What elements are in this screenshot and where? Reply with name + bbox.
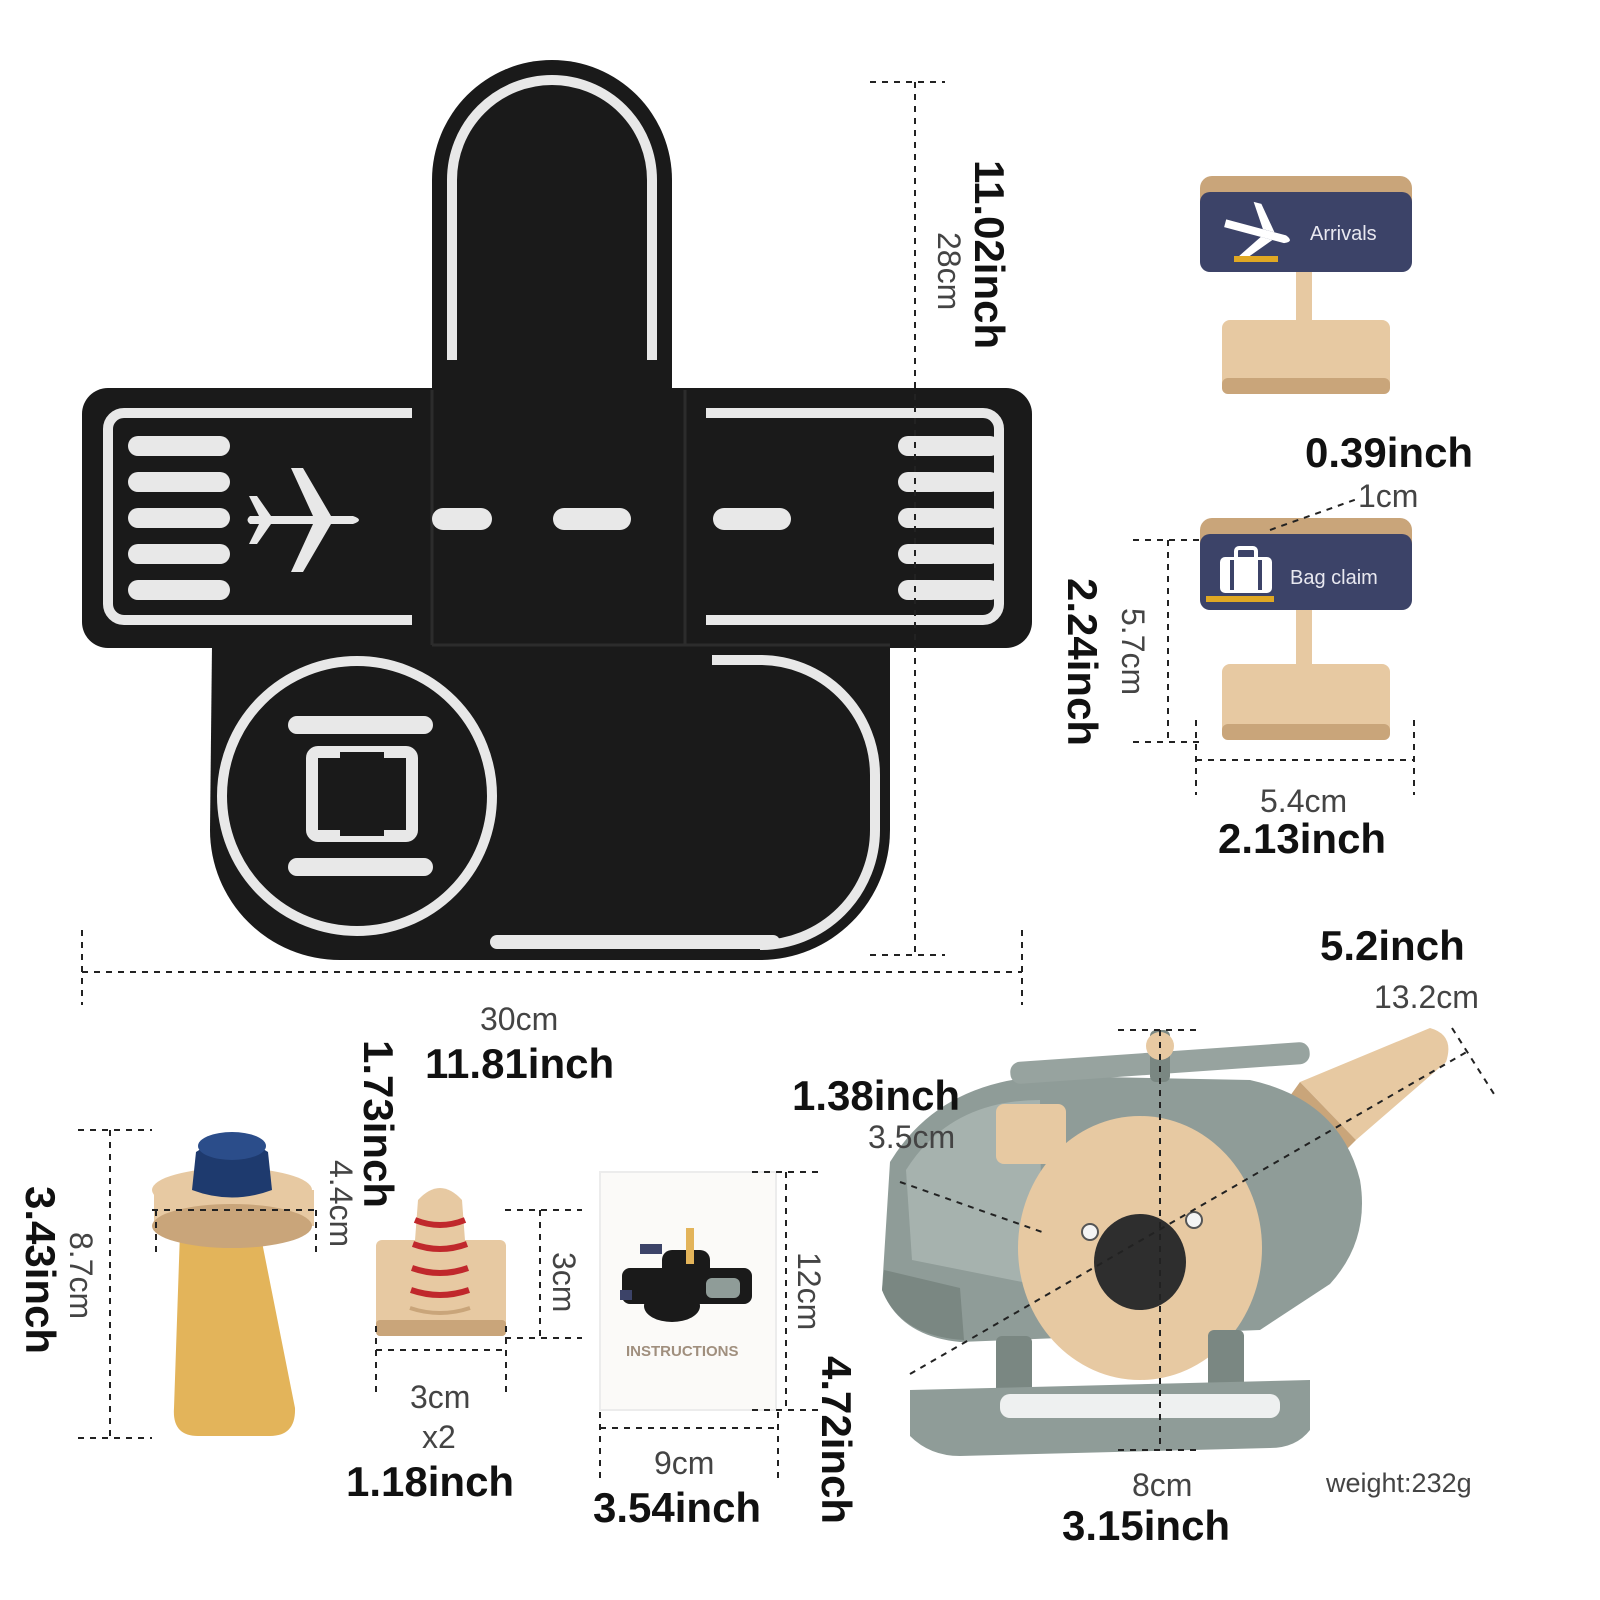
sign-thickness-dimension: 0.39inch 1cm xyxy=(1269,429,1473,531)
helicopter-top-dimension: 1.38inch 3.5cm xyxy=(792,1072,1043,1233)
instructions-title: INSTRUCTIONS xyxy=(626,1343,739,1360)
instructions-width-dimension: 9cm 3.54inch xyxy=(593,1412,779,1531)
tower-height-inch: 3.43inch xyxy=(17,1186,64,1354)
instructions-height-inch: 4.72inch xyxy=(813,1356,860,1524)
cone-width-cm: 3cm xyxy=(410,1379,470,1415)
runway-width-inch: 11.81inch xyxy=(425,1040,614,1087)
cone-height-dimension: 3cm xyxy=(505,1209,582,1339)
helicopter-length-dimension: 5.2inch 13.2cm xyxy=(909,922,1495,1375)
sign-width-dimension: 5.4cm 2.13inch xyxy=(1195,720,1415,862)
sign-height-inch: 2.24inch xyxy=(1059,578,1106,746)
sign-height-dimension: 5.7cm 2.24inch xyxy=(1059,539,1200,746)
control-tower xyxy=(152,1132,314,1436)
instructions-height-cm: 12cm xyxy=(791,1252,827,1330)
cone-count: x2 xyxy=(422,1419,456,1455)
arrivals-sign: Arrivals xyxy=(1200,176,1412,394)
runway-height-inch: 11.02inch xyxy=(966,160,1013,349)
plane-landing-icon xyxy=(1224,201,1290,259)
cone-marker xyxy=(376,1188,506,1336)
sign-height-cm: 5.7cm xyxy=(1115,608,1151,695)
arrivals-label: Arrivals xyxy=(1310,223,1377,245)
instructions-width-cm: 9cm xyxy=(654,1445,714,1481)
instructions-card: INSTRUCTIONS xyxy=(599,1171,777,1411)
tower-top-dimension: 4.4cm 1.73inch xyxy=(152,1040,402,1258)
helicopter-width-inch: 3.15inch xyxy=(1062,1502,1230,1549)
tower-height-cm: 8.7cm xyxy=(63,1232,99,1319)
helicopter-length-inch: 5.2inch xyxy=(1320,922,1465,969)
sign-thickness-cm: 1cm xyxy=(1358,478,1418,514)
helicopter-width-dimension: 8cm 3.15inch weight:232g xyxy=(1062,1029,1472,1549)
bag-claim-label: Bag claim xyxy=(1290,567,1378,589)
runway-board xyxy=(82,60,1032,960)
helipad-h-mark xyxy=(306,746,418,842)
runway-height-cm: 28cm xyxy=(931,232,967,310)
helicopter-top-cm: 3.5cm xyxy=(868,1119,955,1155)
tower-height-dimension: 8.7cm 3.43inch xyxy=(17,1129,152,1439)
sign-width-inch: 2.13inch xyxy=(1218,815,1386,862)
sign-width-cm: 5.4cm xyxy=(1260,783,1347,819)
instructions-thumbnail xyxy=(620,1228,752,1322)
instructions-width-inch: 3.54inch xyxy=(593,1484,761,1531)
helicopter-length-cm: 13.2cm xyxy=(1374,979,1479,1015)
right-threshold-bars xyxy=(898,436,1000,600)
runway-width-dimension: 30cm 11.81inch xyxy=(81,930,1023,1087)
luggage-icon xyxy=(1220,546,1272,593)
left-threshold-bars xyxy=(128,436,230,600)
airplane-icon xyxy=(247,468,359,572)
toy-helicopter xyxy=(882,1028,1449,1456)
instructions-height-dimension: 12cm 4.72inch xyxy=(752,1171,860,1524)
helicopter-width-cm: 8cm xyxy=(1132,1467,1192,1503)
cone-width-inch: 1.18inch xyxy=(346,1458,514,1505)
runway-height-dimension: 11.02inch 28cm xyxy=(870,81,1013,956)
cone-height-cm: 3cm xyxy=(546,1252,582,1312)
helicopter-weight: weight:232g xyxy=(1325,1468,1472,1498)
helicopter-top-inch: 1.38inch xyxy=(792,1072,960,1119)
bag-claim-sign: Bag claim xyxy=(1200,518,1412,740)
sign-thickness-inch: 0.39inch xyxy=(1305,429,1473,476)
runway-width-cm: 30cm xyxy=(480,1001,558,1037)
tower-top-inch: 1.73inch xyxy=(355,1040,402,1208)
cone-width-dimension: 3cm x2 1.18inch xyxy=(346,1326,514,1505)
tower-top-cm: 4.4cm xyxy=(323,1160,359,1247)
runway-centerline xyxy=(432,508,791,530)
